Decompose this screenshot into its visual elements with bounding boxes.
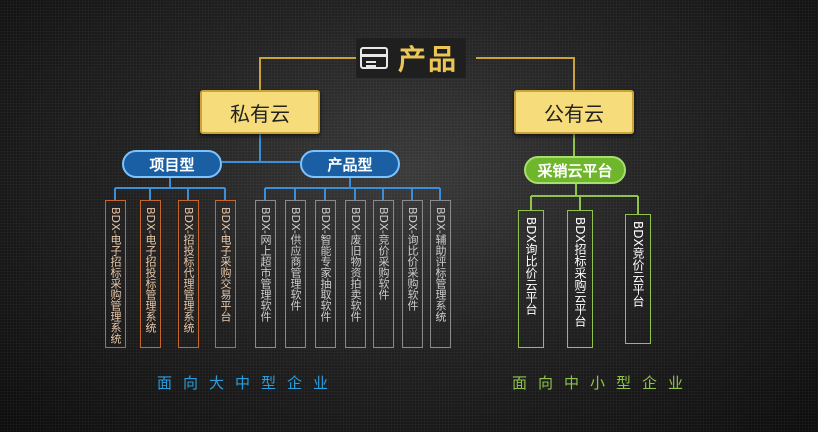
public-item-label: BDX询比价云平台	[524, 217, 538, 315]
product-item-label: BDX-废旧物资拍卖软件	[349, 207, 362, 322]
public-cloud-box: 公有云	[514, 90, 634, 134]
product-item: BDX-供应商管理软件	[285, 200, 306, 348]
project-item-label: BDX-电子采购交易平台	[219, 207, 232, 322]
public-item: BDX竞价云平台	[625, 214, 651, 344]
page-title: 产品	[356, 38, 467, 78]
product-item-label: BDX-网上超市管理软件	[259, 207, 272, 322]
product-item: BDX-竞价采购软件	[373, 200, 394, 348]
project-item: BDX-电子招标采购管理系统	[105, 200, 126, 348]
product-item: BDX-智能专家抽取软件	[315, 200, 336, 348]
public-item: BDX招标采购云平台	[567, 210, 593, 348]
product-item: BDX-询比价采购软件	[402, 200, 423, 348]
product-item: BDX-辅助评标管理系统	[430, 200, 451, 348]
title-text: 产品	[398, 43, 459, 76]
project-item: BDX-招投标代理管理系统	[178, 200, 199, 348]
product-item: BDX-废旧物资拍卖软件	[345, 200, 366, 348]
product-item-label: BDX-智能专家抽取软件	[319, 207, 332, 322]
project-type-pill: 项目型	[122, 150, 222, 178]
public-item-label: BDX竞价云平台	[631, 221, 645, 307]
public-item-label: BDX招标采购云平台	[573, 217, 587, 327]
product-type-pill: 产品型	[300, 150, 400, 178]
project-item-label: BDX-电子招标采购管理系统	[109, 207, 122, 344]
credit-card-icon	[360, 47, 388, 69]
footer-large-enterprise: 面向大中型企业	[157, 374, 340, 392]
footer-small-enterprise: 面向中小型企业	[512, 374, 695, 392]
procurement-platform-pill: 采销云平台	[524, 156, 626, 184]
product-item-label: BDX-辅助评标管理系统	[434, 207, 447, 322]
project-item: BDX-电子采购交易平台	[215, 200, 236, 348]
product-item: BDX-网上超市管理软件	[255, 200, 276, 348]
product-item-label: BDX-供应商管理软件	[289, 207, 302, 311]
project-item-label: BDX-招投标代理管理系统	[182, 207, 195, 333]
project-item: BDX-电子招投标管理系统	[140, 200, 161, 348]
private-cloud-box: 私有云	[200, 90, 320, 134]
public-item: BDX询比价云平台	[518, 210, 544, 348]
product-item-label: BDX-竞价采购软件	[377, 207, 390, 300]
product-item-label: BDX-询比价采购软件	[406, 207, 419, 311]
project-item-label: BDX-电子招投标管理系统	[144, 207, 157, 333]
